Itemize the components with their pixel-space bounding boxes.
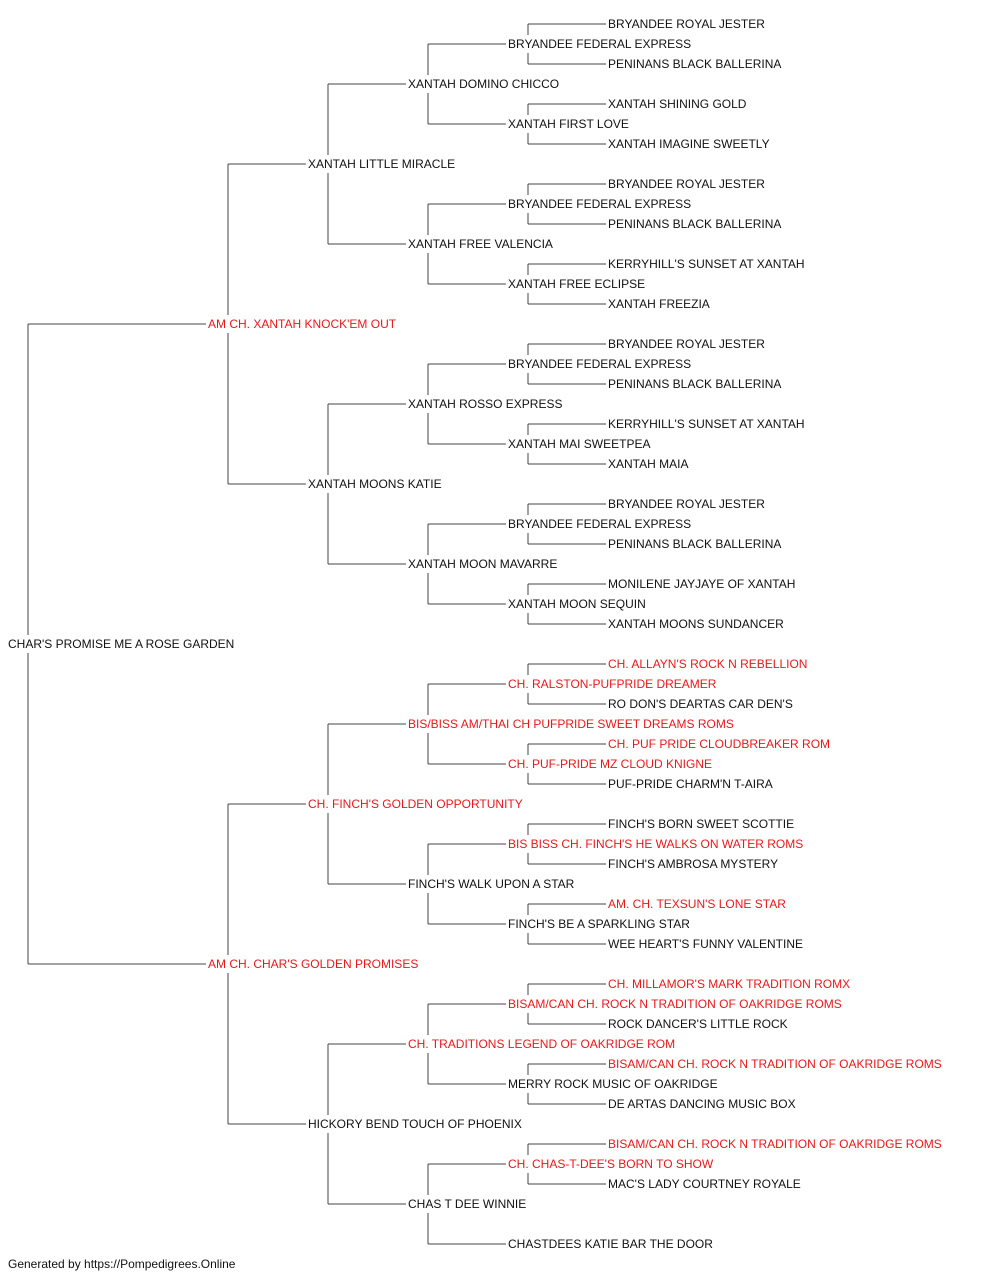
- pedigree-node-gen5: PENINANS BLACK BALLERINA: [608, 217, 782, 231]
- pedigree-node-gen5: BISAM/CAN CH. ROCK N TRADITION OF OAKRID…: [608, 1057, 942, 1071]
- pedigree-node-gen5: BRYANDEE ROYAL JESTER: [608, 17, 765, 31]
- pedigree-node-gen4: CH. CHAS-T-DEE'S BORN TO SHOW: [508, 1157, 714, 1171]
- pedigree-node-gen2: XANTAH LITTLE MIRACLE: [308, 157, 456, 171]
- pedigree-node-gen4: BIS BISS CH. FINCH'S HE WALKS ON WATER R…: [508, 837, 804, 851]
- pedigree-node-gen5: PENINANS BLACK BALLERINA: [608, 377, 782, 391]
- pedigree-node-gen5: RO DON'S DEARTAS CAR DEN'S: [608, 697, 793, 711]
- pedigree-node-gen5: XANTAH MOONS SUNDANCER: [608, 617, 784, 631]
- pedigree-node-gen5: CH. ALLAYN'S ROCK N REBELLION: [608, 657, 808, 671]
- pedigree-node-gen5: XANTAH SHINING GOLD: [608, 97, 747, 111]
- pedigree-node-gen3: XANTAH ROSSO EXPRESS: [408, 397, 563, 411]
- pedigree-node-gen4: BISAM/CAN CH. ROCK N TRADITION OF OAKRID…: [508, 997, 842, 1011]
- pedigree-node-gen2: XANTAH MOONS KATIE: [308, 477, 442, 491]
- pedigree-node-gen3: XANTAH MOON MAVARRE: [408, 557, 558, 571]
- pedigree-node-gen3: XANTAH FREE VALENCIA: [408, 237, 553, 251]
- pedigree-node-gen4: CH. RALSTON-PUFPRIDE DREAMER: [508, 677, 717, 691]
- pedigree-node-gen4: BRYANDEE FEDERAL EXPRESS: [508, 517, 692, 531]
- pedigree-node-gen5: CH. PUF PRIDE CLOUDBREAKER ROM: [608, 737, 831, 751]
- pedigree-node-gen5: MAC'S LADY COURTNEY ROYALE: [608, 1177, 801, 1191]
- pedigree-node-gen4: CHASTDEES KATIE BAR THE DOOR: [508, 1237, 713, 1251]
- pedigree-node-gen4: XANTAH MOON SEQUIN: [508, 597, 646, 611]
- pedigree-node-gen5: BRYANDEE ROYAL JESTER: [608, 497, 765, 511]
- pedigree-node-gen5: XANTAH IMAGINE SWEETLY: [608, 137, 770, 151]
- pedigree-node-gen3: CHAS T DEE WINNIE: [408, 1197, 527, 1211]
- pedigree-node-gen4: MERRY ROCK MUSIC OF OAKRIDGE: [508, 1077, 718, 1091]
- pedigree-node-gen5: AM. CH. TEXSUN'S LONE STAR: [608, 897, 786, 911]
- pedigree-node-gen5: KERRYHILL'S SUNSET AT XANTAH: [608, 257, 805, 271]
- pedigree-node-gen0: CHAR'S PROMISE ME A ROSE GARDEN: [8, 637, 235, 651]
- pedigree-node-gen5: FINCH'S AMBROSA MYSTERY: [608, 857, 779, 871]
- pedigree-node-gen4: FINCH'S BE A SPARKLING STAR: [508, 917, 690, 931]
- pedigree-node-gen5: XANTAH FREEZIA: [608, 297, 710, 311]
- pedigree-node-gen5: XANTAH MAIA: [608, 457, 689, 471]
- pedigree-node-gen5: BRYANDEE ROYAL JESTER: [608, 177, 765, 191]
- pedigree-node-gen4: BRYANDEE FEDERAL EXPRESS: [508, 357, 692, 371]
- pedigree-node-gen3: FINCH'S WALK UPON A STAR: [408, 877, 575, 891]
- generated-by-footer: Generated by https://Pompedigrees.Online: [8, 1257, 236, 1271]
- pedigree-node-gen3: XANTAH DOMINO CHICCO: [408, 77, 560, 91]
- pedigree-node-gen3: CH. TRADITIONS LEGEND OF OAKRIDGE ROM: [408, 1037, 676, 1051]
- pedigree-node-gen5: BISAM/CAN CH. ROCK N TRADITION OF OAKRID…: [608, 1137, 942, 1151]
- pedigree-node-gen3: BIS/BISS AM/THAI CH PUFPRIDE SWEET DREAM…: [408, 717, 734, 731]
- pedigree-node-gen5: BRYANDEE ROYAL JESTER: [608, 337, 765, 351]
- pedigree-node-gen4: BRYANDEE FEDERAL EXPRESS: [508, 37, 692, 51]
- pedigree-node-gen5: WEE HEART'S FUNNY VALENTINE: [608, 937, 803, 951]
- pedigree-node-gen5: FINCH'S BORN SWEET SCOTTIE: [608, 817, 795, 831]
- pedigree-node-gen4: XANTAH MAI SWEETPEA: [508, 437, 651, 451]
- pedigree-node-gen5: PENINANS BLACK BALLERINA: [608, 57, 782, 71]
- pedigree-node-gen4: BRYANDEE FEDERAL EXPRESS: [508, 197, 692, 211]
- pedigree-node-gen2: CH. FINCH'S GOLDEN OPPORTUNITY: [308, 797, 523, 811]
- pedigree-node-gen5: ROCK DANCER'S LITTLE ROCK: [608, 1017, 788, 1031]
- pedigree-node-gen5: PENINANS BLACK BALLERINA: [608, 537, 782, 551]
- pedigree-node-gen5: MONILENE JAYJAYE OF XANTAH: [608, 577, 796, 591]
- pedigree-node-gen5: PUF-PRIDE CHARM'N T-AIRA: [608, 777, 773, 791]
- pedigree-node-gen4: CH. PUF-PRIDE MZ CLOUD KNIGNE: [508, 757, 713, 771]
- pedigree-node-gen4: XANTAH FIRST LOVE: [508, 117, 629, 131]
- pedigree-node-gen5: DE ARTAS DANCING MUSIC BOX: [608, 1097, 796, 1111]
- pedigree-node-gen5: CH. MILLAMOR'S MARK TRADITION ROMX: [608, 977, 851, 991]
- pedigree-node-gen1: AM CH. XANTAH KNOCK'EM OUT: [208, 317, 397, 331]
- pedigree-node-gen1: AM CH. CHAR'S GOLDEN PROMISES: [208, 957, 419, 971]
- pedigree-node-gen4: XANTAH FREE ECLIPSE: [508, 277, 646, 291]
- pedigree-node-gen5: KERRYHILL'S SUNSET AT XANTAH: [608, 417, 805, 431]
- pedigree-node-gen2: HICKORY BEND TOUCH OF PHOENIX: [308, 1117, 522, 1131]
